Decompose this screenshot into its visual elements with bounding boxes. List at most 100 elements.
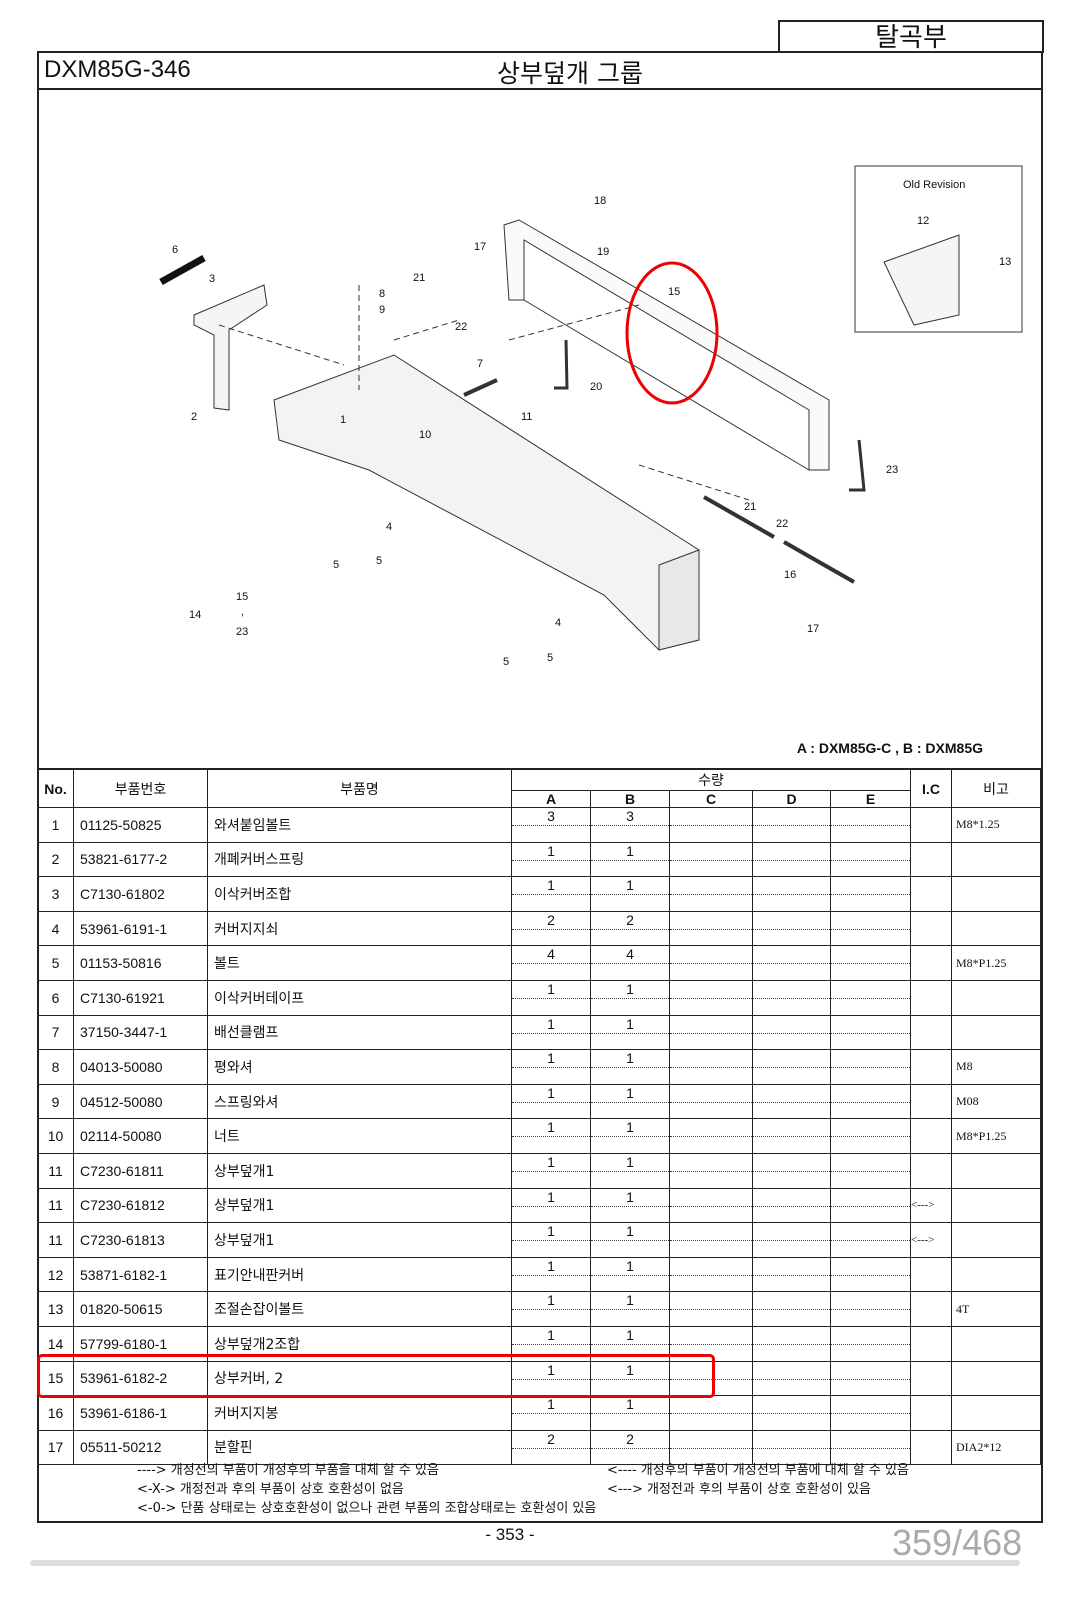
qty-c [669,1291,753,1327]
qty-d [752,1429,831,1466]
note: <-X-> 개정전과 후의 부품이 상호 호환성이 없음 [137,1482,404,1497]
remarks: M8 [951,1049,1041,1085]
qty-c [669,876,753,912]
qty-d [752,1187,831,1224]
part-number: 53961-6182-2 [73,1360,208,1397]
remarks [951,876,1041,912]
part-name: 이삭커버테이프 [207,979,512,1016]
qty-d [752,945,831,981]
callout: 5 [333,559,339,571]
qty-b: 1 [590,1118,670,1154]
qty-c [669,1429,753,1466]
row-no: 4 [37,910,74,947]
row-no: 9 [37,1083,74,1120]
part-number: 53961-6191-1 [73,910,208,947]
callout: 10 [419,429,431,441]
qty-d [752,979,831,1016]
qty-c [669,1187,753,1224]
section-label: 탈곡부 [778,20,1044,53]
row-no: 11 [37,1152,74,1189]
callout: 9 [379,304,385,316]
qty-a: 1 [511,1395,591,1431]
qty-e [830,1014,911,1051]
qty-d [752,1049,831,1085]
remarks [951,979,1041,1016]
qty-b: 1 [590,1222,670,1258]
remarks: M8*P1.25 [951,945,1041,981]
qty-c [669,979,753,1016]
row-no: 8 [37,1049,74,1085]
qty-c [669,1256,753,1293]
qty-d [752,1325,831,1362]
upper-cover-2-part [503,219,830,471]
col-a: A [511,790,591,808]
remarks: 4T [951,1291,1041,1327]
qty-d [752,876,831,912]
remarks [951,1256,1041,1293]
qty-e [830,979,911,1016]
qty-e [830,1395,911,1431]
ic-mark: <---> [910,1187,952,1224]
title-bar [37,51,1041,90]
row-no: 6 [37,979,74,1016]
qty-d [752,1256,831,1293]
row-no: 16 [37,1395,74,1431]
callout: 14 [189,609,201,621]
callout: 6 [172,244,178,256]
qty-b: 1 [590,841,670,878]
callout: 18 [594,195,606,207]
remarks [951,1014,1041,1051]
col-e: E [830,790,911,808]
ic-mark [910,979,952,1016]
callout: 15 [668,286,680,298]
part-name: 상부덮개1 [207,1187,512,1224]
qty-e [830,1222,911,1258]
old-revision-inset [854,165,1023,333]
qty-a: 1 [511,1014,591,1051]
col-name: 부품명 [207,768,512,808]
callout: 16 [784,569,796,581]
remarks [951,841,1041,878]
part-name: 너트 [207,1118,512,1154]
ic-mark [910,1118,952,1154]
part-name: 와셔붙임볼트 [207,807,512,843]
ic-mark [910,1152,952,1189]
qty-b: 3 [590,807,670,843]
qty-a: 4 [511,945,591,981]
remarks: DIA2*12 [951,1429,1041,1466]
ear-cover-part [193,284,268,411]
col-remarks: 비고 [951,768,1041,808]
part-number: 37150-3447-1 [73,1014,208,1051]
ic-mark [910,841,952,878]
qty-e [830,876,911,912]
qty-c [669,1395,753,1431]
ic-mark [910,807,952,843]
callout: 1 [340,414,346,426]
qty-c [669,807,753,843]
callout: 11 [521,411,532,423]
qty-e [830,1429,911,1466]
part-number: C7130-61802 [73,876,208,912]
qty-b: 1 [590,1083,670,1120]
part-name: 분할핀 [207,1429,512,1466]
qty-a: 1 [511,1291,591,1327]
row-no: 11 [37,1187,74,1224]
page-title: 상부덮개 그룹 [497,59,643,88]
qty-a: 1 [511,1049,591,1085]
remarks [951,1395,1041,1431]
qty-d [752,1118,831,1154]
variant-note: A : DXM85G-C , B : DXM85G [796,740,983,756]
qty-d [752,841,831,878]
ic-mark [910,945,952,981]
callout: 7 [477,358,483,370]
qty-c [669,1083,753,1120]
qty-e [830,841,911,878]
qty-d [752,1014,831,1051]
callout: 21 [413,272,425,284]
qty-e [830,1152,911,1189]
